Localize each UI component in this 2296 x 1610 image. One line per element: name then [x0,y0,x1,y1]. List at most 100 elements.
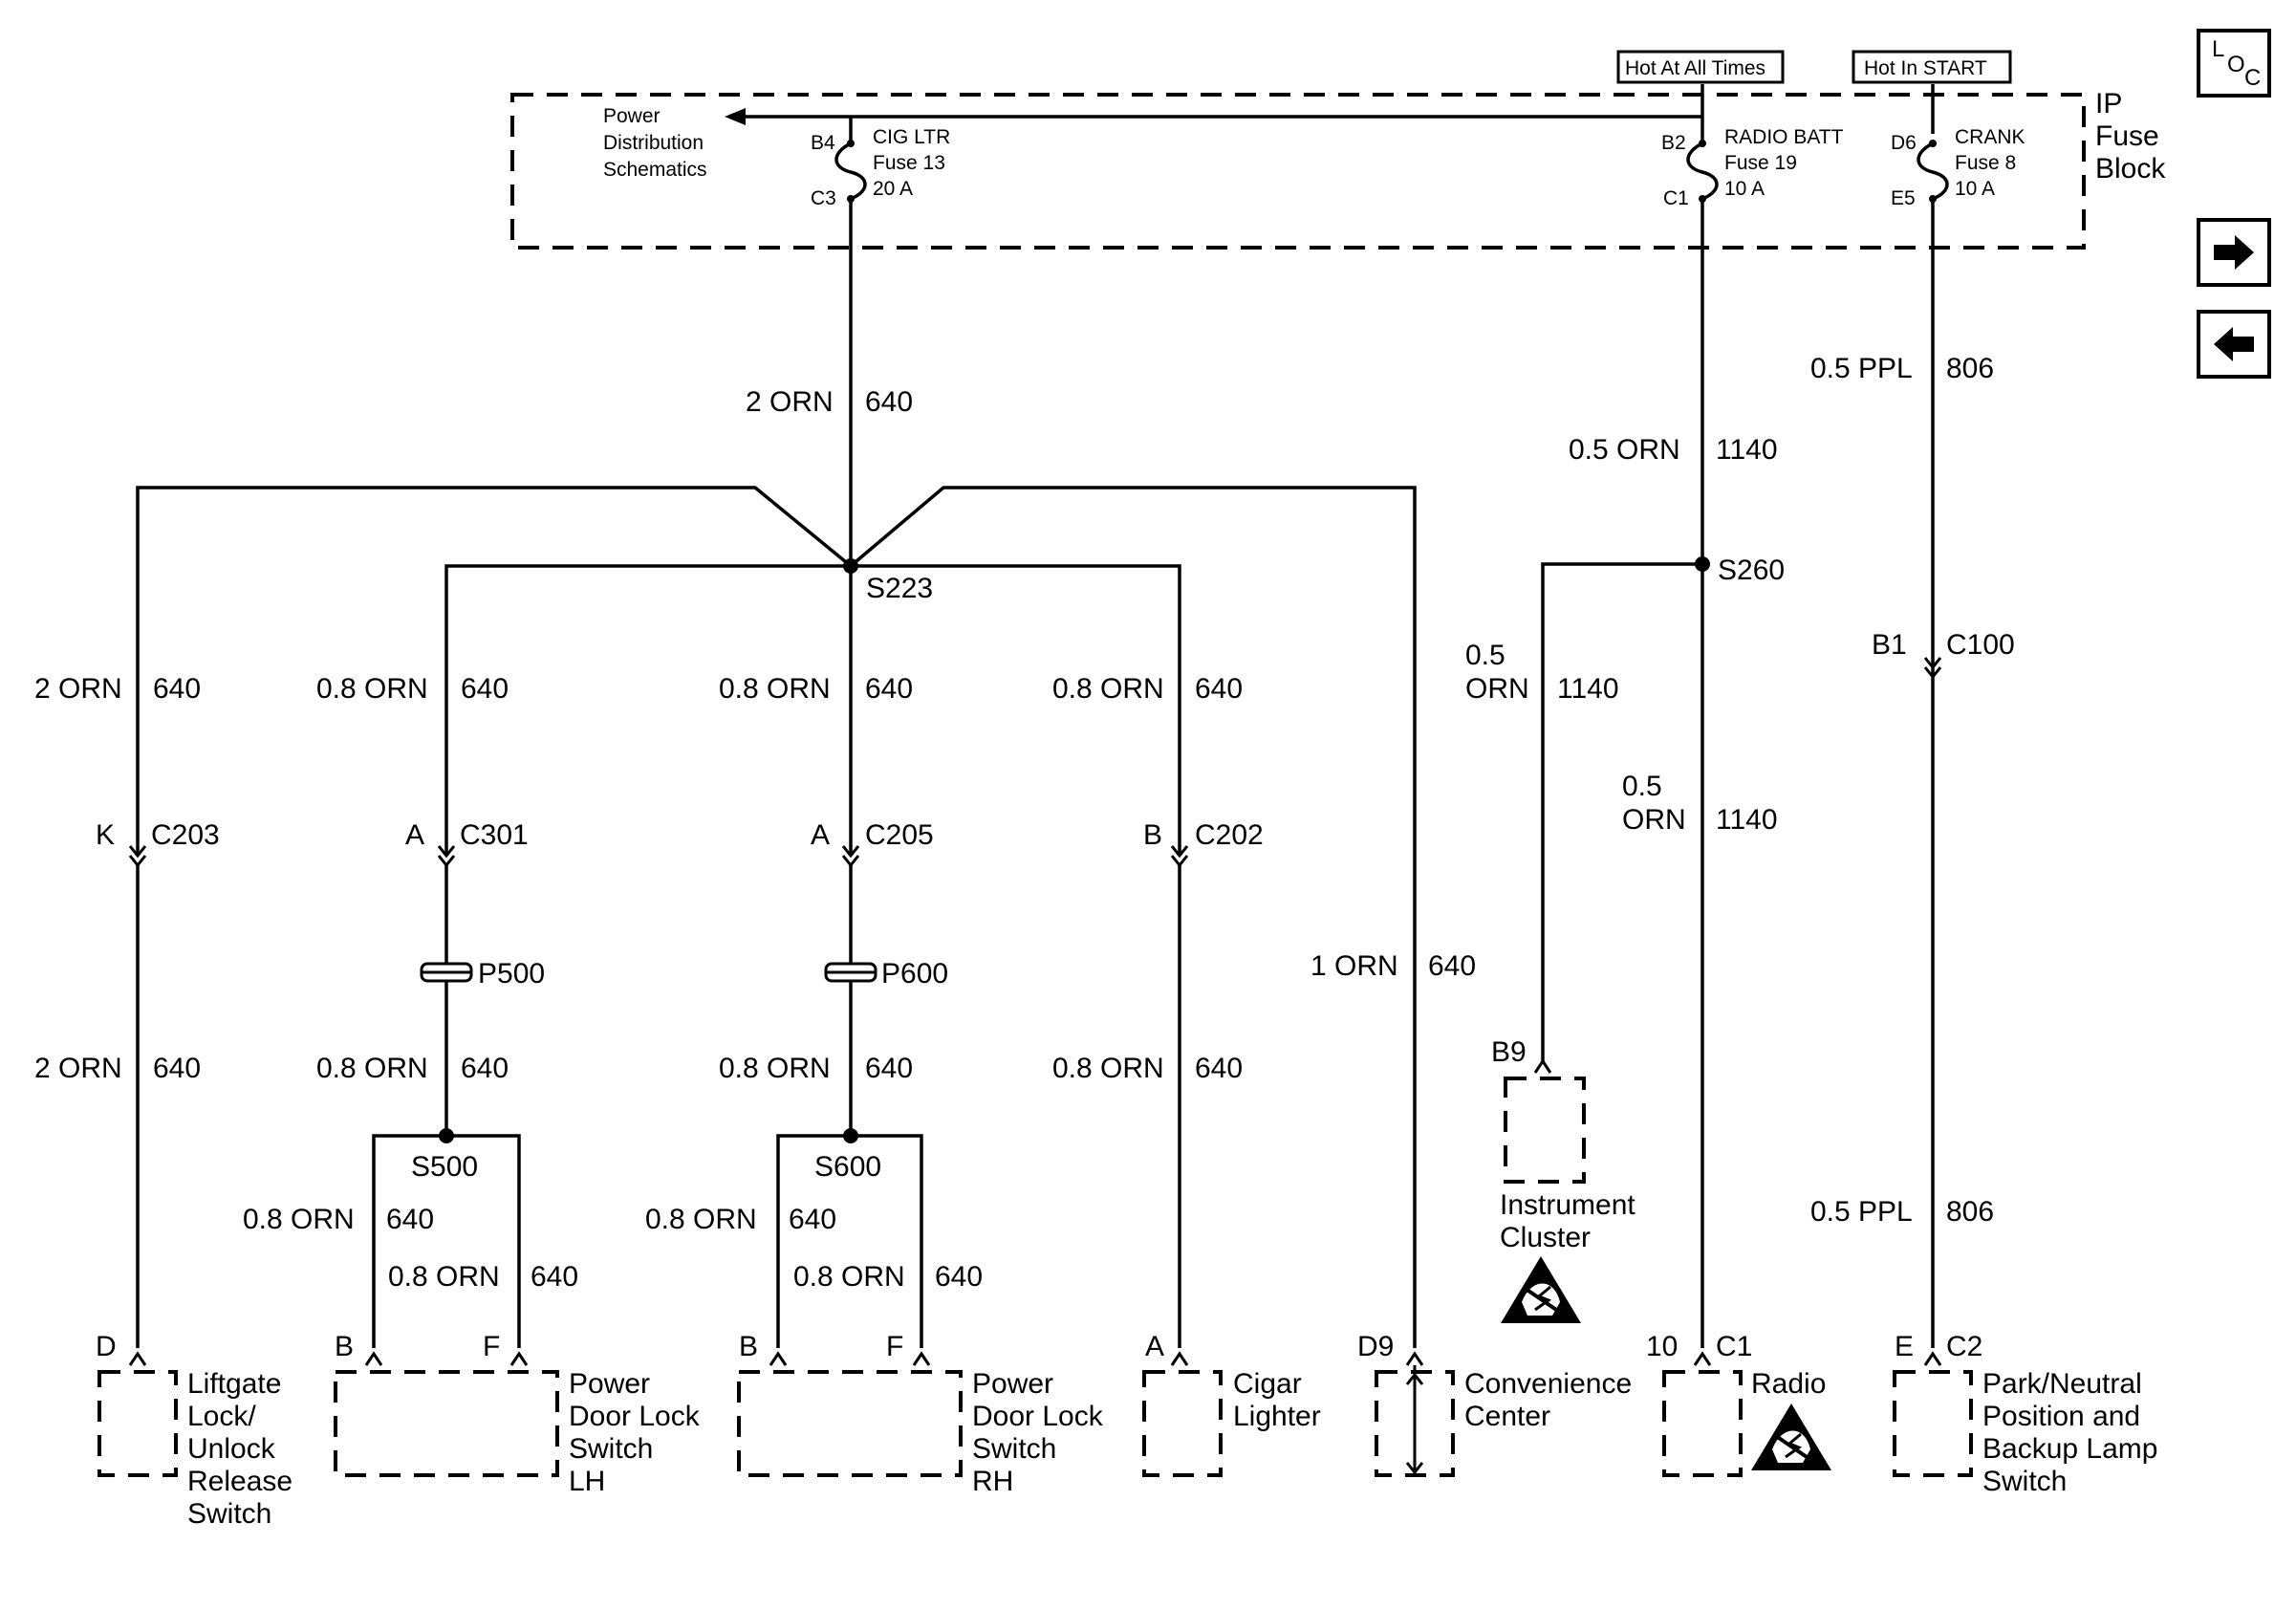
wire-label: 2 ORN [34,1053,122,1084]
svg-text:B: B [1143,819,1162,851]
svg-text:Cigar: Cigar [1233,1368,1302,1400]
svg-text:CRANK: CRANK [1955,126,2025,148]
svg-text:B: B [739,1331,758,1362]
bus-arrow [725,108,746,125]
svg-text:Radio: Radio [1751,1368,1826,1400]
hot-in-start-label: Hot In START [1864,57,1987,79]
fuse-cig-ltr: B4 C3 CIG LTR Fuse 13 20 A [811,117,950,209]
wire-label: 0.8 ORN [1052,1053,1164,1084]
connector-c301: A C301 [405,819,529,867]
svg-text:Instrument: Instrument [1500,1189,1635,1221]
svg-text:Liftgate: Liftgate [187,1368,281,1400]
svg-text:D: D [96,1331,117,1362]
wire-label: 0.8 ORN [645,1204,757,1235]
wire-label: 0.8 ORN [316,1053,428,1084]
power-door-lock-switch-rh[interactable]: B F Power Door Lock Switch RH [737,1331,1104,1497]
power-distribution-ref[interactable]: Power [603,105,661,127]
svg-text:10 A: 10 A [1955,178,1995,200]
esd-warning-icon [1749,1402,1833,1472]
inline-p500: P500 [420,958,545,990]
svg-text:Door Lock: Door Lock [972,1401,1104,1432]
wire-label: 1 ORN [1310,950,1398,982]
locator-l: L [2212,36,2225,62]
wire-label: 640 [461,673,509,705]
wire-label: 640 [865,386,913,418]
svg-text:C205: C205 [865,819,934,851]
wire-label: 640 [1428,950,1476,982]
svg-text:10 A: 10 A [1724,178,1765,200]
hot-in-start-box [1852,50,2012,84]
svg-text:C301: C301 [460,819,529,851]
ip-fuse-block-label: Block [2095,153,2166,185]
svg-text:B1: B1 [1872,629,1907,661]
power-distribution-ref[interactable]: Schematics [603,159,707,181]
svg-text:C2: C2 [1946,1331,1982,1362]
wire-label: 0.5 ORN [1569,434,1680,466]
wire-label: 640 [461,1053,509,1084]
svg-text:Release: Release [187,1466,292,1497]
svg-text:Center: Center [1464,1401,1550,1432]
next-page-button[interactable] [2197,218,2271,287]
connector-c205: A C205 [811,819,934,867]
wire-label: 640 [1195,1053,1243,1084]
svg-text:K: K [96,819,115,851]
svg-text:A: A [1145,1331,1164,1362]
splice-s600-label: S600 [814,1151,881,1183]
svg-text:Switch: Switch [1982,1466,2067,1497]
svg-text:Lighter: Lighter [1233,1401,1321,1432]
svg-text:Switch: Switch [187,1498,271,1530]
svg-text:B: B [335,1331,354,1362]
wire-label: 0.8 ORN [388,1261,500,1293]
arrow-right-icon [2214,235,2254,270]
park-neutral-backup-switch[interactable]: E C2 Park/Neutral Position and Backup La… [1893,1331,2157,1497]
liftgate-release-switch[interactable]: D Liftgate Lock/ Unlock Release Switch [96,1331,292,1530]
svg-text:Position and: Position and [1982,1401,2140,1432]
convenience-center[interactable]: D9 Convenience Center [1357,1331,1632,1477]
svg-text:B4: B4 [811,132,835,154]
instrument-cluster[interactable]: B9 Instrument Cluster [1491,1036,1635,1325]
wire-label: 0.5 [1465,640,1505,671]
cigar-lighter[interactable]: A Cigar Lighter [1142,1331,1321,1477]
svg-text:D6: D6 [1891,132,1917,154]
svg-text:B9: B9 [1491,1036,1527,1068]
power-distribution-ref[interactable]: Distribution [603,132,704,154]
svg-text:C203: C203 [151,819,220,851]
ip-fuse-block-label: Fuse [2095,120,2159,152]
locator-button[interactable]: L O C [2197,29,2271,98]
svg-text:Park/Neutral: Park/Neutral [1982,1368,2142,1400]
svg-text:Lock/: Lock/ [187,1401,256,1432]
splice-s260-label: S260 [1718,555,1785,586]
svg-text:Power: Power [972,1368,1053,1400]
svg-text:RADIO BATT: RADIO BATT [1724,126,1844,148]
wire-label: 640 [153,673,201,705]
wire-label: 0.8 ORN [316,673,428,705]
wire-label: ORN [1465,673,1529,705]
svg-text:B2: B2 [1661,132,1686,154]
svg-text:Fuse 13: Fuse 13 [873,152,945,174]
wire-label: 2 ORN [746,386,834,418]
svg-text:F: F [886,1331,903,1362]
svg-text:CIG LTR: CIG LTR [873,126,950,148]
wire-label: 0.8 ORN [793,1261,905,1293]
wire-label: 640 [153,1053,201,1084]
radio[interactable]: 10 C1 Radio [1646,1331,1833,1477]
wire-label: 1140 [1716,434,1778,466]
wire-label: 0.5 PPL [1810,1196,1913,1228]
arrow-left-icon [2214,327,2254,361]
svg-text:A: A [405,819,424,851]
svg-text:RH: RH [972,1466,1013,1497]
previous-page-button[interactable] [2197,310,2271,379]
connector-c100: B1 C100 [1872,629,2015,679]
wire-label: 640 [789,1204,836,1235]
power-door-lock-switch-lh[interactable]: B F Power Door Lock Switch LH [334,1331,701,1497]
locator-c: C [2244,65,2262,91]
connector-c202: B C202 [1143,819,1264,867]
svg-text:20 A: 20 A [873,178,913,200]
svg-text:Fuse 19: Fuse 19 [1724,152,1797,174]
wire-label: 0.8 ORN [719,673,831,705]
svg-text:C1: C1 [1663,187,1689,209]
svg-text:C3: C3 [811,187,836,209]
wire-label: 1140 [1716,804,1778,836]
wire-label: 0.5 PPL [1810,353,1913,384]
